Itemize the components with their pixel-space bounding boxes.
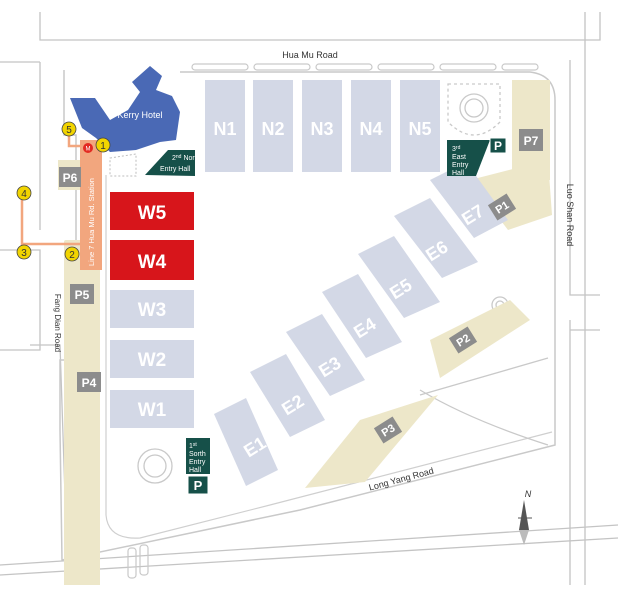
hall-W1-label: W1	[138, 400, 167, 421]
road-label-west: Fang Dian Road	[53, 294, 62, 352]
entry-north-line3: Entry Hall	[160, 166, 191, 173]
entry-east[interactable]: 3rd East Entry Hall P	[447, 137, 507, 177]
hall-W3[interactable]	[110, 290, 194, 328]
exit-1-label: 1	[100, 141, 106, 152]
entry-south-line3: Entry	[189, 459, 206, 466]
hall-W2-label: W2	[138, 350, 167, 371]
entry-east-line2: East	[452, 154, 466, 161]
west-halls: W5 W4 W3 W2 W1	[110, 192, 194, 428]
road-label-east: Luo Shan Road	[565, 184, 575, 247]
parking-areas	[58, 80, 552, 590]
hall-N3-label: N3	[310, 119, 333, 139]
exit-3[interactable]: 3	[16, 244, 32, 260]
hall-E1[interactable]	[214, 398, 278, 486]
kerry-hotel-label: Kerry Hotel	[117, 110, 162, 120]
entry-south-parking-sign	[187, 475, 209, 495]
parking-P4-label: P4	[82, 376, 97, 390]
hall-N3[interactable]	[302, 80, 342, 172]
hall-N5-label: N5	[408, 119, 431, 139]
compass-label: N	[525, 489, 532, 499]
road-label-north: Hua Mu Road	[282, 50, 338, 60]
parking-P2[interactable]: P2	[448, 326, 478, 354]
parking-P4[interactable]: P4	[77, 372, 101, 392]
hall-W4-label: W4	[138, 252, 167, 273]
hall-N4[interactable]	[351, 80, 391, 172]
parking-P3[interactable]: P3	[373, 416, 403, 444]
east-halls	[214, 162, 508, 486]
road-lines	[0, 12, 618, 586]
road-dashes	[127, 63, 539, 579]
entry-east-parking-letter: P	[494, 139, 502, 153]
exit-2[interactable]: 2	[64, 246, 80, 262]
entry-east-line4: Hall	[452, 170, 465, 177]
parking-P7-label: P7	[524, 134, 539, 148]
hall-N1[interactable]	[205, 80, 245, 172]
entry-east-line3: Entry	[452, 162, 469, 169]
compass-icon: N	[518, 489, 532, 545]
exit-5[interactable]: 5	[61, 121, 77, 137]
metro-symbol-icon	[83, 143, 93, 153]
parking-P5-label: P5	[75, 288, 90, 302]
entry-south[interactable]: 1st Sorth Entry Hall P	[186, 438, 210, 495]
hall-N2[interactable]	[253, 80, 293, 172]
metro-symbol-letter: M	[86, 147, 91, 153]
hall-W4[interactable]	[110, 240, 194, 280]
hall-E2[interactable]	[250, 354, 325, 437]
entry-south-line1: 1st	[189, 442, 197, 450]
hall-N5[interactable]	[400, 80, 440, 172]
entry-east-parking-sign	[489, 137, 507, 154]
north-halls: N1 N2 N3 N4 N5	[205, 80, 440, 172]
metro-exits: 1 2 3 4 5	[16, 121, 111, 262]
entry-south-parking-letter: P	[194, 478, 203, 493]
entry-south-line2: Sorth	[189, 451, 206, 458]
hall-E5[interactable]	[358, 236, 440, 318]
exit-3-label: 3	[21, 248, 27, 259]
parking-badges: P6 P5 P4 P7 P1 P2 P3	[59, 129, 543, 444]
hall-N4-label: N4	[359, 119, 382, 139]
exit-5-label: 5	[66, 125, 72, 136]
parking-P1[interactable]: P1	[487, 193, 517, 221]
hall-E3[interactable]	[286, 314, 365, 396]
exit-1[interactable]: 1	[95, 137, 111, 153]
parking-P5[interactable]: P5	[70, 284, 94, 304]
metro-station[interactable]	[80, 140, 102, 270]
kerry-hotel	[70, 66, 180, 152]
dashed-lot	[109, 153, 137, 177]
parking-P7[interactable]: P7	[519, 129, 543, 151]
hall-N2-label: N2	[261, 119, 284, 139]
hall-W2[interactable]	[110, 340, 194, 378]
hall-E4[interactable]	[322, 274, 402, 358]
roundabout-south	[137, 448, 173, 484]
metro-station-label: Line 7 Hua Mu Rd. Station	[87, 178, 96, 266]
entry-south-line4: Hall	[189, 467, 202, 474]
exit-2-label: 2	[69, 250, 75, 261]
parking-P6-label: P6	[63, 171, 78, 185]
hall-E6[interactable]	[394, 198, 478, 278]
inner-boundary	[105, 175, 553, 539]
parking-P6[interactable]: P6	[59, 167, 81, 187]
entry-east-line1: 3rd	[452, 145, 461, 153]
hall-W3-label: W3	[138, 300, 167, 321]
hall-W5[interactable]	[110, 192, 194, 230]
hall-W1[interactable]	[110, 390, 194, 428]
hall-W5-label: W5	[138, 203, 167, 224]
exit-4[interactable]: 4	[16, 185, 32, 201]
road-label-south: Long Yang Road	[368, 466, 435, 493]
hall-E7[interactable]	[430, 162, 508, 238]
roundabout-north	[447, 83, 501, 136]
exit-4-label: 4	[21, 189, 27, 200]
hall-N1-label: N1	[213, 119, 236, 139]
